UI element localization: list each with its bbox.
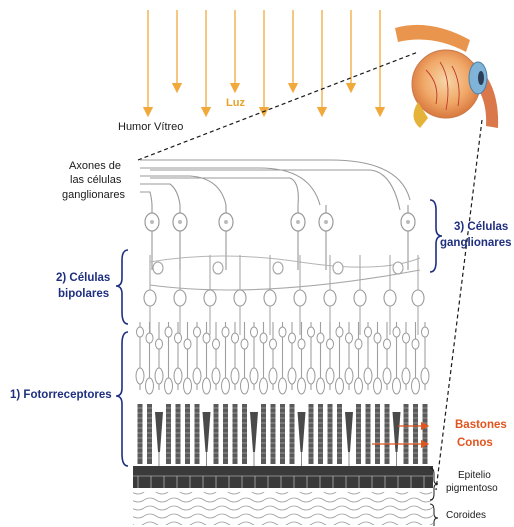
photoreceptor-nucleus <box>260 378 268 394</box>
photoreceptor-nucleus <box>355 378 363 394</box>
axones-label-line1: Axones de <box>69 160 121 172</box>
cone-outer-segment <box>298 412 306 452</box>
photoreceptor-nucleus <box>421 368 429 384</box>
bipolar-cell <box>144 290 156 306</box>
photoreceptor-nucleus <box>165 378 173 394</box>
photoreceptor-nucleus <box>383 368 391 384</box>
axones-label-line2: las células <box>70 174 121 186</box>
photoreceptor-nucleus <box>412 378 420 394</box>
photoreceptor-nucleus <box>317 378 325 394</box>
photoreceptor-nucleus <box>212 368 220 384</box>
photoreceptor-nucleus <box>402 368 410 384</box>
bipolar-cell <box>174 290 186 306</box>
light-arrows <box>148 10 380 112</box>
pigment-epithelium <box>133 466 433 488</box>
retina-layers <box>133 160 433 525</box>
bastones-label: Bastones <box>455 419 507 431</box>
bipolar-cell <box>294 290 306 306</box>
photoreceptor-nucleus <box>326 368 334 384</box>
photoreceptor-nucleus <box>136 368 144 384</box>
cone-outer-segment <box>155 412 163 452</box>
bipolar-cell <box>264 290 276 306</box>
cone-outer-segment <box>345 412 353 452</box>
photoreceptor-nucleus <box>269 368 277 384</box>
photoreceptor-nucleus <box>222 378 230 394</box>
bipolar-cell <box>384 290 396 306</box>
eyeball-illustration-icon <box>395 25 498 128</box>
coroides-label: Coroides <box>446 510 486 521</box>
photoreceptor-nucleus <box>155 368 163 384</box>
cone-outer-segment <box>250 412 258 452</box>
photoreceptor-nucleus <box>184 378 192 394</box>
luz-label: Luz <box>226 97 245 109</box>
fotorreceptores-label: 1) Fotorreceptores <box>10 389 112 401</box>
epitelio-label-line1: Epitelio <box>458 470 491 481</box>
bracket-ganglionares <box>430 200 442 272</box>
bipolar-cell <box>234 290 246 306</box>
dashed-line <box>138 52 418 160</box>
bracket-bipolares <box>116 250 128 324</box>
photoreceptor-nucleus <box>298 378 306 394</box>
photoreceptor-nucleus <box>345 368 353 384</box>
photoreceptor-nucleus <box>307 368 315 384</box>
humor-vitreo-label: Humor Vítreo <box>118 121 183 133</box>
cone-outer-segment <box>393 412 401 452</box>
photoreceptor-nucleus <box>174 368 182 384</box>
bipolar-cell <box>324 290 336 306</box>
photoreceptor-nucleus <box>241 378 249 394</box>
bipolares-label-line2: bipolares <box>58 288 109 300</box>
photoreceptor-nucleus <box>288 368 296 384</box>
bracket-fotorreceptores <box>116 332 128 466</box>
axones-label-line3: ganglionares <box>62 189 125 201</box>
ganglionares-label-line2: ganglionares <box>440 237 512 249</box>
photoreceptor-nucleus <box>193 368 201 384</box>
photoreceptor-nucleus <box>203 378 211 394</box>
photoreceptor-nucleus <box>393 378 401 394</box>
bipolar-cell <box>204 290 216 306</box>
bipolar-cell <box>354 290 366 306</box>
photoreceptor-nucleus <box>336 378 344 394</box>
photoreceptor-nucleus <box>374 378 382 394</box>
photoreceptor-nucleus <box>250 368 258 384</box>
photoreceptor-nucleus <box>231 368 239 384</box>
bipolar-cell <box>412 290 424 306</box>
cone-outer-segment <box>203 412 211 452</box>
dashed-line <box>436 120 482 490</box>
bipolares-label-line1: 2) Células <box>56 272 110 284</box>
photoreceptor-nucleus <box>279 378 287 394</box>
ganglionares-label-line1: 3) Células <box>454 221 508 233</box>
epitelio-label-line2: pigmentoso <box>446 483 498 494</box>
photoreceptor-nucleus <box>146 378 154 394</box>
photoreceptor-nucleus <box>364 368 372 384</box>
choroid-layer <box>133 492 433 525</box>
conos-label: Conos <box>457 437 493 449</box>
